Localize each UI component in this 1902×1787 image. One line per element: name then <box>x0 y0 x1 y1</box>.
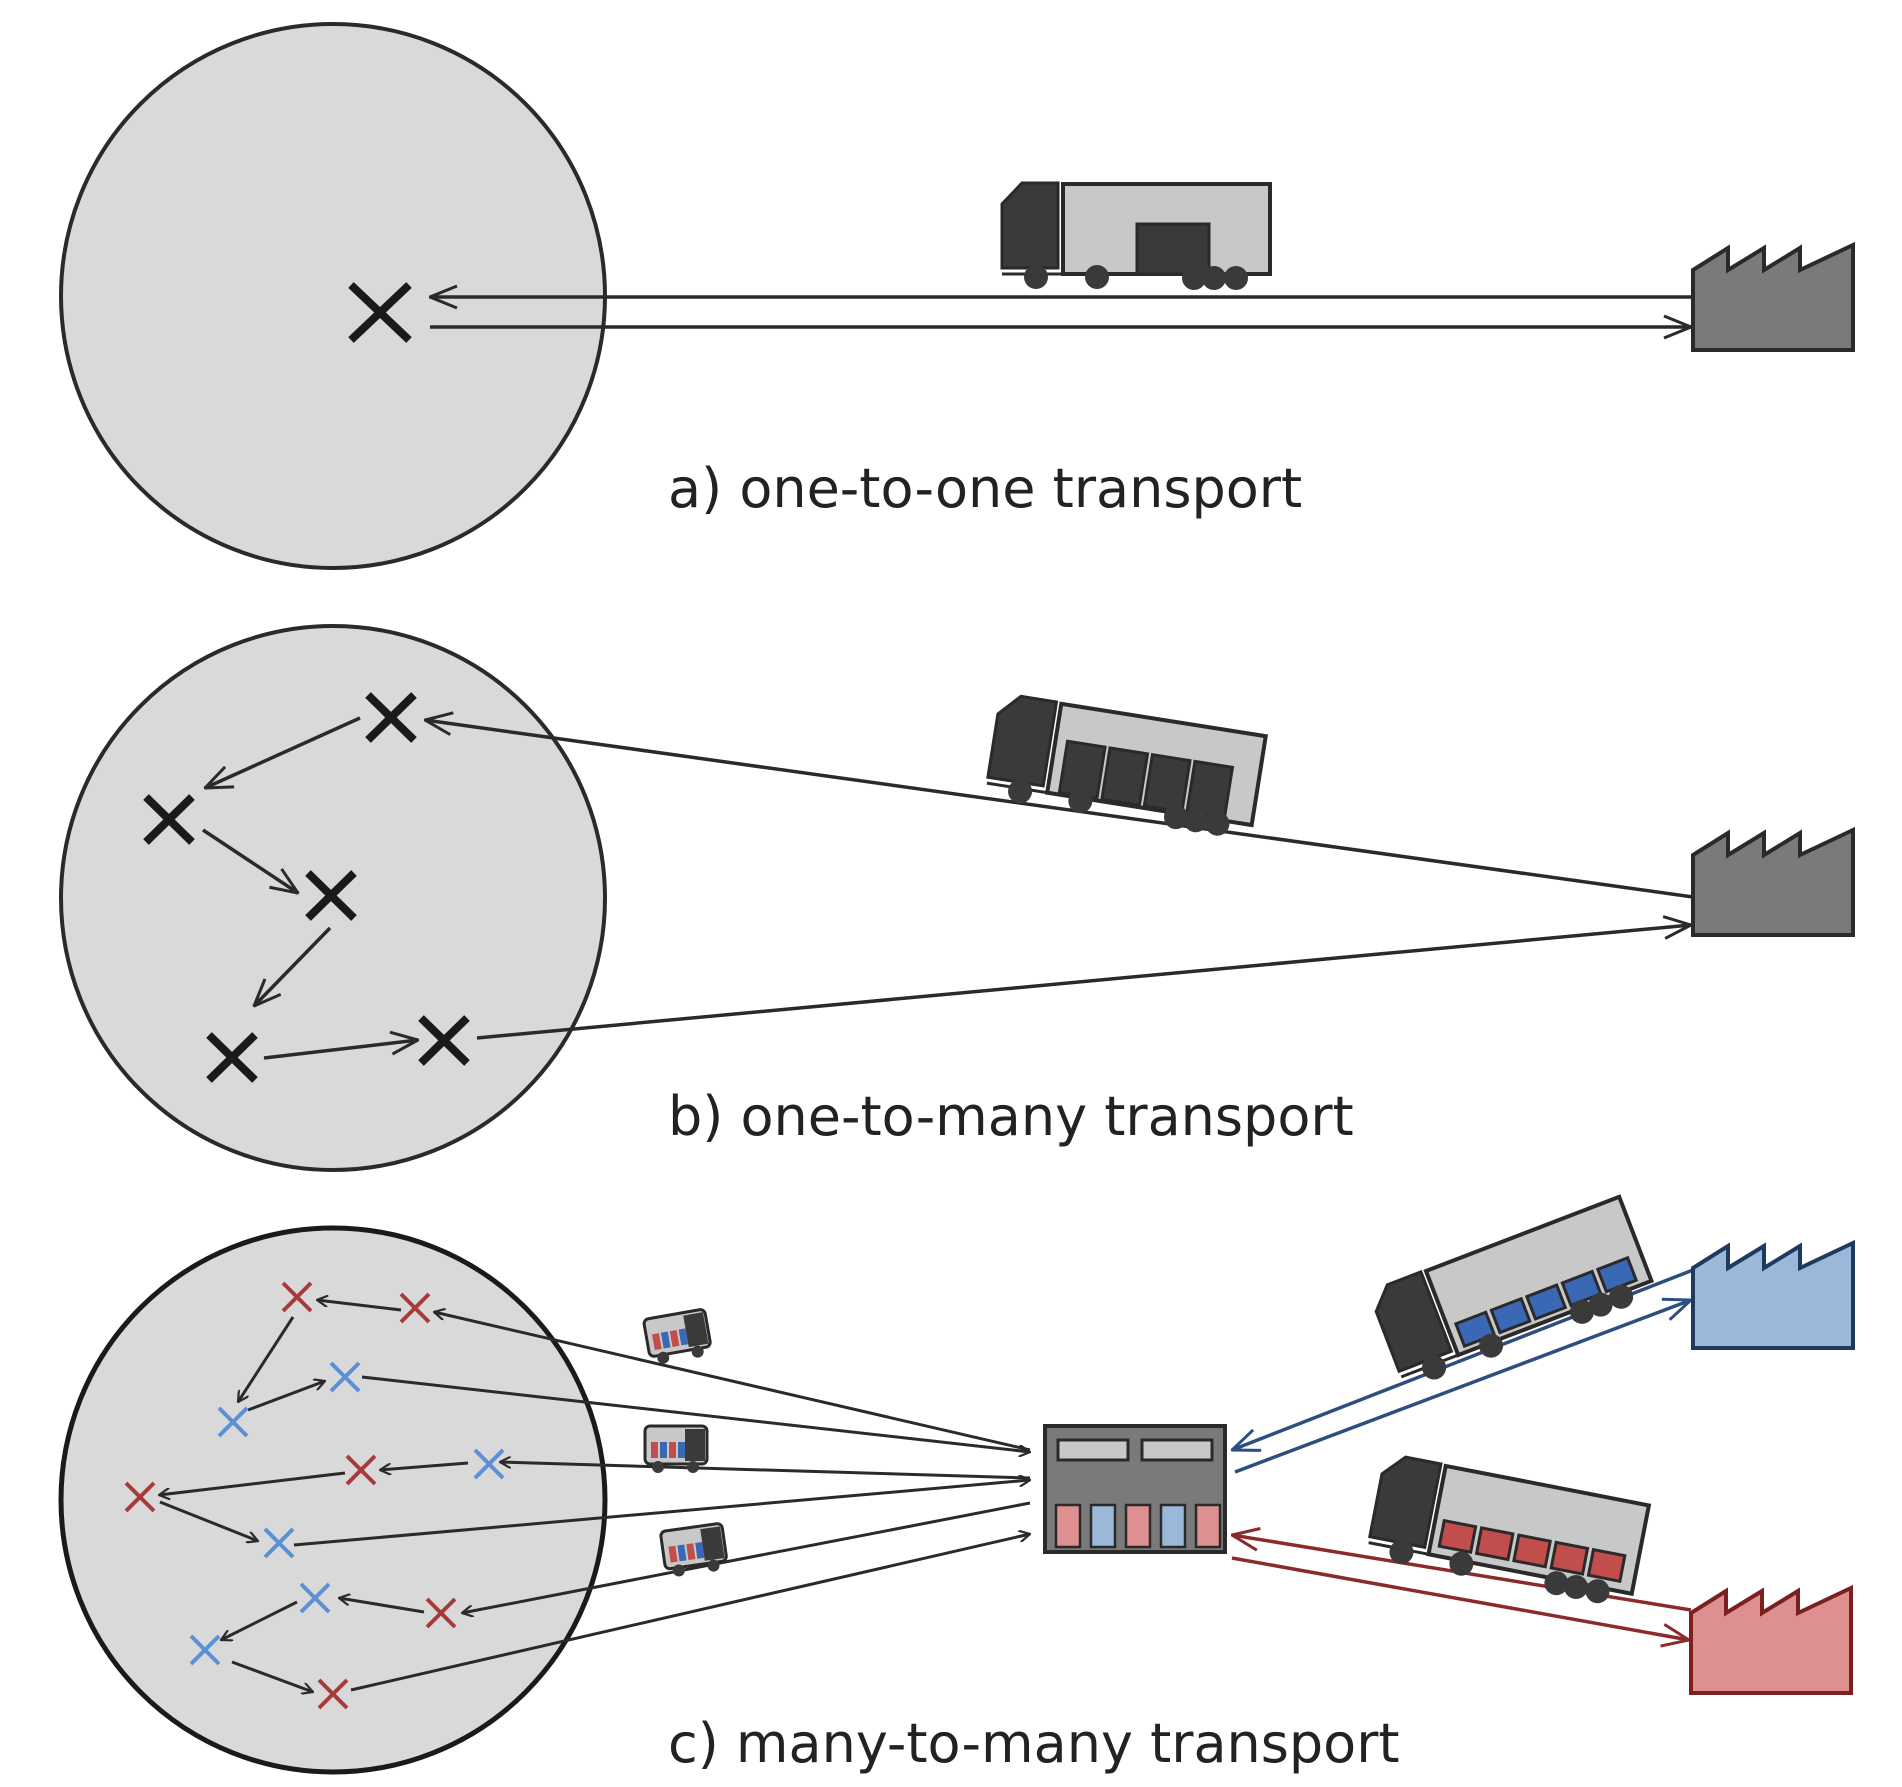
route-tour-b <box>205 716 361 788</box>
x-marker-icon <box>345 1454 377 1486</box>
service-region-c <box>58 1225 608 1775</box>
x-marker-icon <box>281 1281 313 1313</box>
caption-b: b) one-to-many transport <box>668 1085 1354 1148</box>
x-marker-icon <box>317 1678 349 1710</box>
route-linehaul-blue <box>1234 1300 1691 1474</box>
route-tour-b <box>263 1040 418 1060</box>
panel-many-to-many: c) many-to-many transport <box>58 1194 1855 1775</box>
caption-a: a) one-to-one transport <box>668 457 1302 520</box>
route-tour-b <box>202 828 298 893</box>
route-return-c <box>293 1480 1030 1547</box>
x-marker-icon <box>217 1406 249 1438</box>
factory-icon <box>1691 1239 1855 1350</box>
route-linehaul-red <box>1231 1556 1689 1640</box>
x-marker-icon <box>206 1032 258 1083</box>
x-marker-icon <box>473 1448 505 1480</box>
factory-icon <box>1689 1584 1853 1695</box>
x-marker-icon <box>329 1361 361 1393</box>
truck-icon <box>1000 181 1272 290</box>
panel-one-to-many: b) one-to-many transport <box>59 624 1855 1172</box>
route-tour-c <box>380 1461 469 1470</box>
route-collection-c <box>462 1501 1031 1613</box>
route-collection-c <box>500 1462 1031 1480</box>
warehouse-icon <box>1043 1424 1227 1554</box>
factory-icon <box>1691 241 1855 352</box>
route-outbound-b <box>476 925 1691 1040</box>
route-return-c <box>350 1534 1030 1692</box>
van-icon <box>642 1308 712 1364</box>
x-marker-icon <box>399 1292 431 1324</box>
truck-icon <box>986 694 1269 836</box>
route-tour-c <box>221 1600 298 1640</box>
panel-one-to-one: a) one-to-one transport <box>59 22 1855 570</box>
x-marker-icon <box>299 1582 331 1614</box>
x-marker-icon <box>365 692 417 743</box>
route-tour-c <box>317 1300 402 1312</box>
x-marker-icon <box>425 1597 457 1629</box>
route-return-b <box>425 720 1694 899</box>
caption-c: c) many-to-many transport <box>668 1712 1400 1775</box>
route-tour-c <box>339 1598 425 1614</box>
x-marker-icon <box>189 1634 221 1666</box>
route-collection-c <box>434 1312 1031 1452</box>
x-marker-icon <box>124 1481 156 1513</box>
route-tour-b <box>254 926 332 1006</box>
truck-icon <box>1368 1455 1652 1604</box>
route-tour-c <box>247 1381 325 1412</box>
x-marker-icon <box>143 794 195 845</box>
van-icon <box>659 1522 728 1577</box>
x-marker-icon <box>348 282 412 343</box>
route-tour-c <box>159 1500 258 1541</box>
truck-icon <box>1374 1194 1655 1380</box>
x-marker-icon <box>263 1527 295 1559</box>
factory-icon <box>1691 826 1855 937</box>
route-tour-c <box>231 1660 313 1692</box>
x-marker-icon <box>305 870 357 921</box>
route-tour-c <box>236 1316 295 1402</box>
route-tour-c <box>159 1471 346 1495</box>
route-return-c <box>361 1375 1030 1452</box>
x-marker-icon <box>418 1015 470 1066</box>
van-icon <box>643 1424 709 1473</box>
